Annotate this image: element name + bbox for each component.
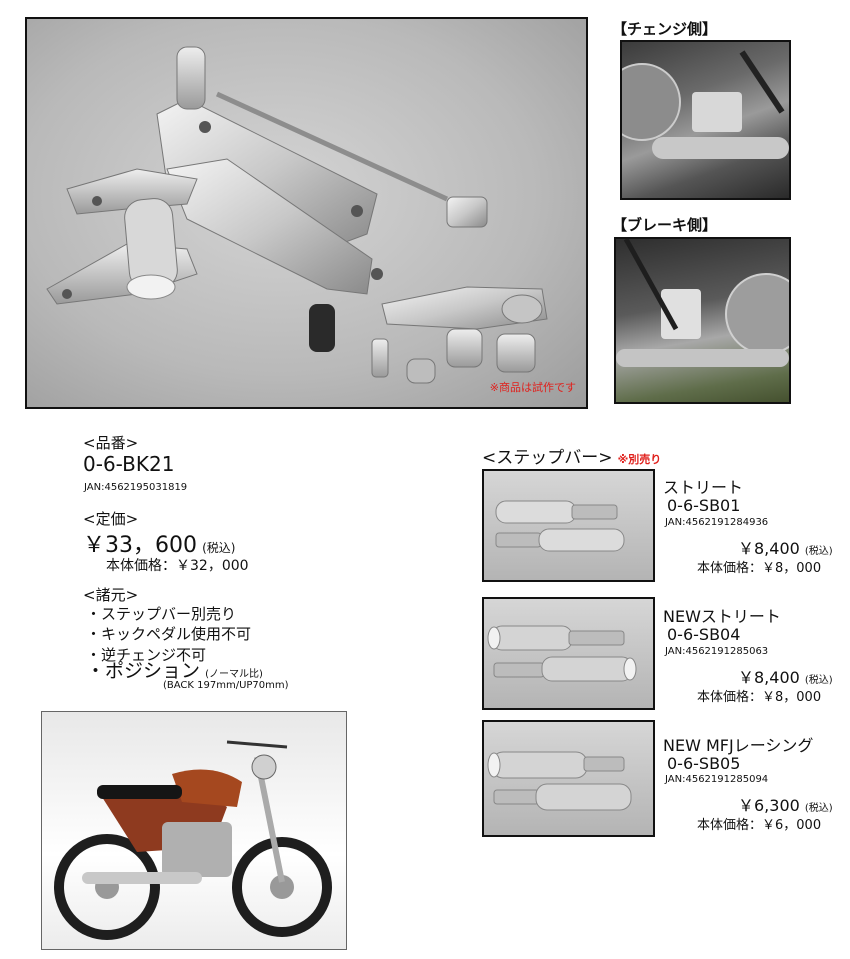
step-bar-base-price: 本体価格：￥8，000 [697,561,822,576]
motorcycle-photo [41,711,347,950]
step-bar-code: 0-6-SB05 [667,754,741,773]
step-bar-tax: (税込) [804,675,833,686]
step-bar-tax: (税込) [804,546,833,557]
change-side-caption: 【チェンジ側】 [612,20,718,38]
step-bar-tax: (税込) [804,803,833,814]
step-bar-note: ※別売り [617,453,662,466]
step-bar-price-row: ￥6,300 (税込) [738,792,833,816]
rear-set-parts-illustration [46,46,548,384]
step-bar-name: NEWストリート [663,607,781,626]
engine-brake-side-illustration [616,239,789,367]
street-peg-illustration [495,500,625,552]
motorcycle-illustration [54,740,332,940]
spec-item: ・キックペダル使用不可 [86,625,252,643]
step-bar-jan: JAN:4562191285063 [665,646,769,657]
price-row: ￥33，600 (税込) [83,527,235,559]
base-price: 本体価格：￥32，000 [106,558,249,574]
price: ￥33，600 [83,533,197,558]
change-side-photo [620,40,791,200]
prototype-note: ※商品は試作です [489,381,576,394]
step-bar-price-row: ￥8,400 (税込) [738,535,833,559]
new-street-peg-illustration [487,625,637,682]
step-bar-title: <ステップバー> [482,448,613,468]
part-number-label: <品番> [83,434,139,452]
price-tax: (税込) [202,541,236,555]
mfj-racing-peg-illustration [487,751,632,811]
main-product-photo: ※商品は試作です [25,17,588,409]
part-number: 0-6-BK21 [83,452,175,476]
step-bar-photo [482,469,655,582]
step-bar-name: ストリート [663,478,744,497]
part-jan: JAN:4562195031819 [84,482,188,493]
step-bar-price-row: ￥8,400 (税込) [738,664,833,688]
step-bar-code: 0-6-SB04 [667,625,741,644]
step-bar-jan: JAN:4562191284936 [665,517,769,528]
step-bar-name: NEW MFJレーシング [663,736,814,755]
step-bar-photo [482,597,655,710]
step-bar-price: ￥8,400 [738,668,800,687]
price-label: <定価> [83,510,139,528]
position-detail: (BACK 197mm/UP70mm) [163,680,289,691]
brake-side-photo [614,237,791,404]
step-bar-price: ￥6,300 [738,796,800,815]
step-bar-base-price: 本体価格：￥8，000 [697,690,822,705]
step-bar-code: 0-6-SB01 [667,496,741,515]
engine-change-side-illustration [622,50,789,159]
step-bar-price: ￥8,400 [738,539,800,558]
step-bar-photo [482,720,655,837]
position-note: (ノーマル比) [205,669,263,680]
step-bar-jan: JAN:4562191285094 [665,774,769,785]
spec-item: ・ポジション [86,660,201,682]
spec-item: ・逆チェンジ不可 [86,646,207,664]
brake-side-caption: 【ブレーキ側】 [612,216,718,234]
spec-item: ・ステップバー別売り [86,605,237,623]
spec-position-row: ・ポジション (ノーマル比) [86,656,263,683]
step-bar-header: <ステップバー> ※別売り [482,443,661,468]
spec-label: <諸元> [83,586,139,604]
step-bar-base-price: 本体価格：￥6，000 [697,818,822,833]
